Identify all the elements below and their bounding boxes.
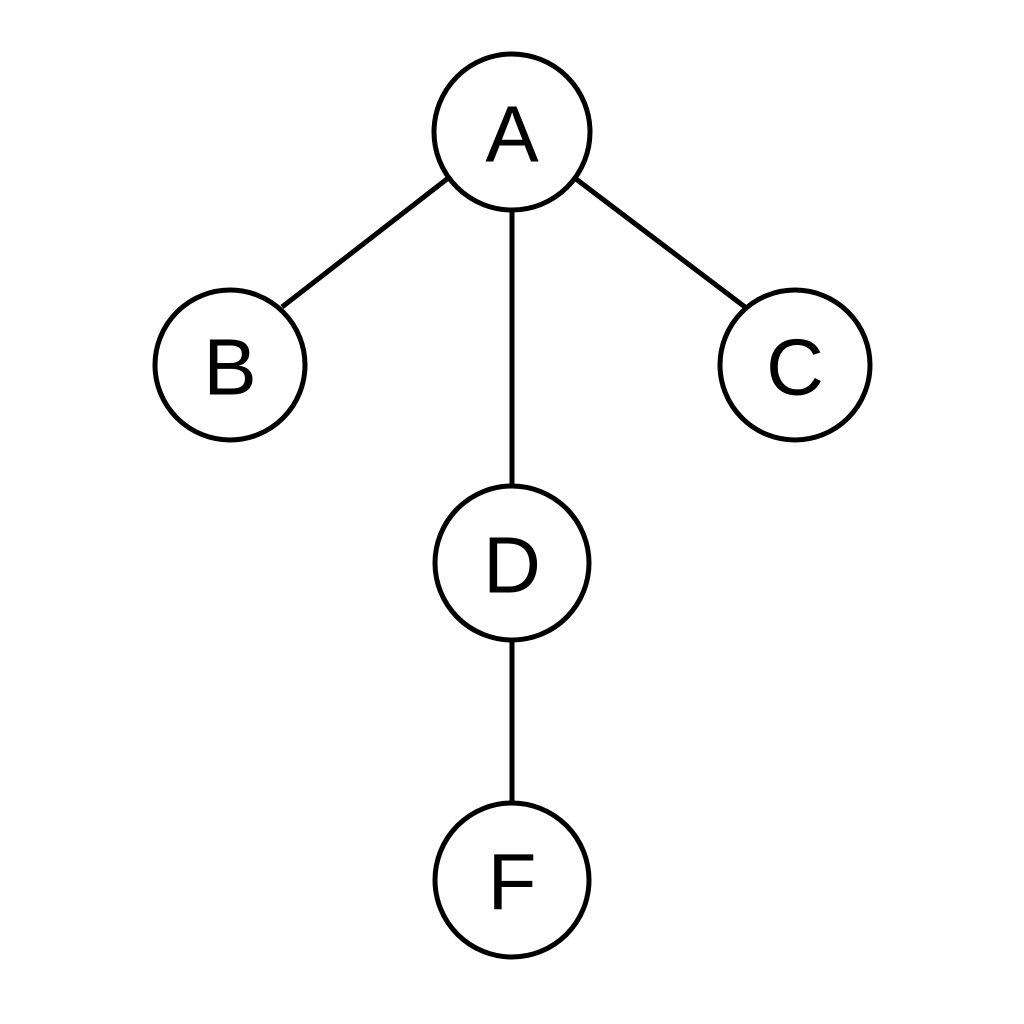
- node-b-label: B: [203, 323, 256, 412]
- node-c: C: [717, 287, 873, 443]
- node-b-circle: [152, 287, 308, 443]
- edge-a-b: [280, 177, 449, 309]
- node-a: A: [431, 51, 593, 213]
- node-a-circle: [431, 51, 593, 213]
- node-b: B: [152, 287, 308, 443]
- node-d: D: [432, 483, 592, 643]
- edges-layer: [280, 177, 747, 803]
- node-c-label: C: [766, 323, 824, 412]
- node-a-label: A: [485, 90, 539, 179]
- node-d-label: D: [483, 521, 541, 610]
- node-d-circle: [432, 483, 592, 643]
- edge-a-c: [574, 177, 747, 309]
- node-f-circle: [432, 800, 592, 960]
- node-f-label: F: [488, 838, 537, 927]
- node-c-circle: [717, 287, 873, 443]
- node-f: F: [432, 800, 592, 960]
